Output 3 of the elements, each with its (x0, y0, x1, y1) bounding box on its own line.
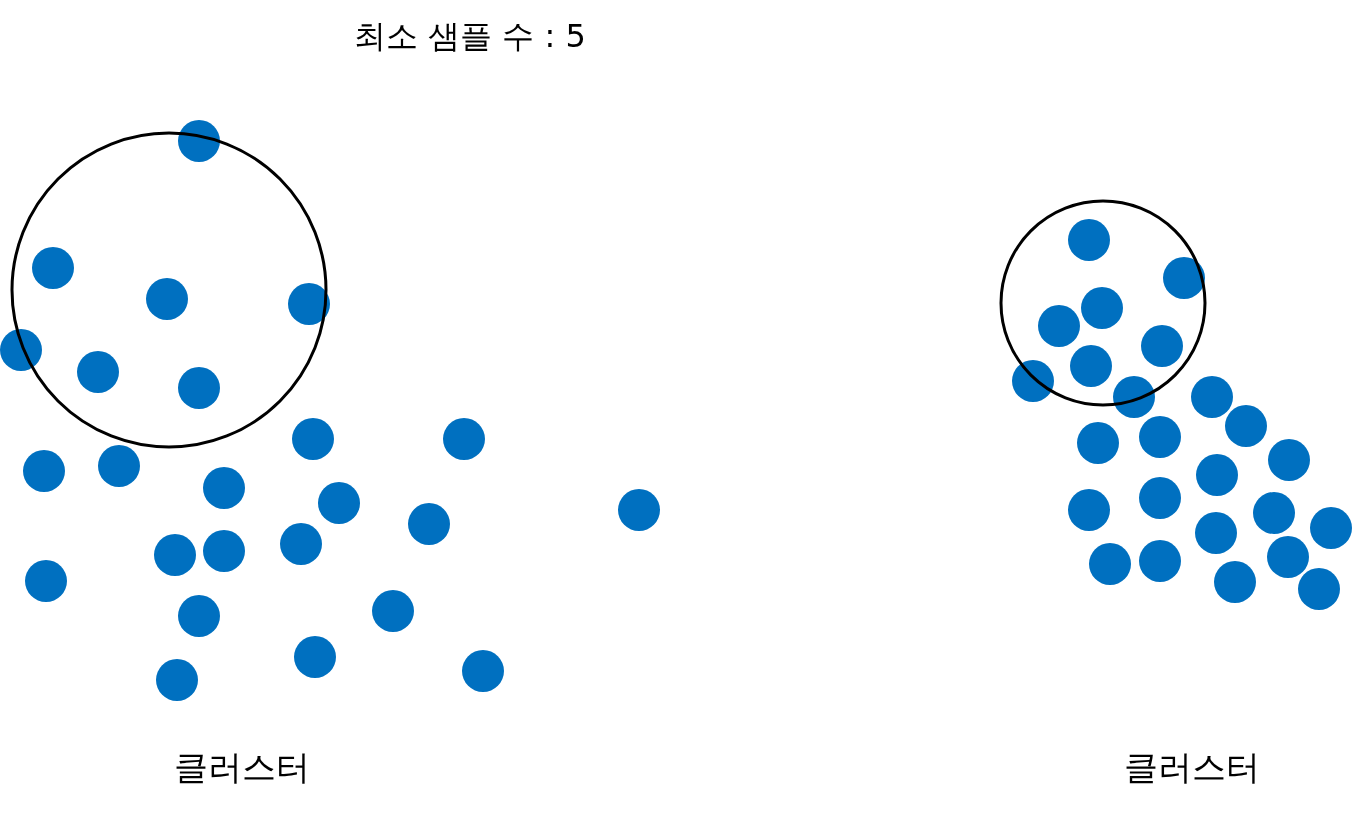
title: 최소 샘플 수 : 5 (354, 20, 586, 52)
cluster-label: 클러스터 (1124, 750, 1260, 784)
cluster-label: 클러스터 (174, 750, 310, 784)
